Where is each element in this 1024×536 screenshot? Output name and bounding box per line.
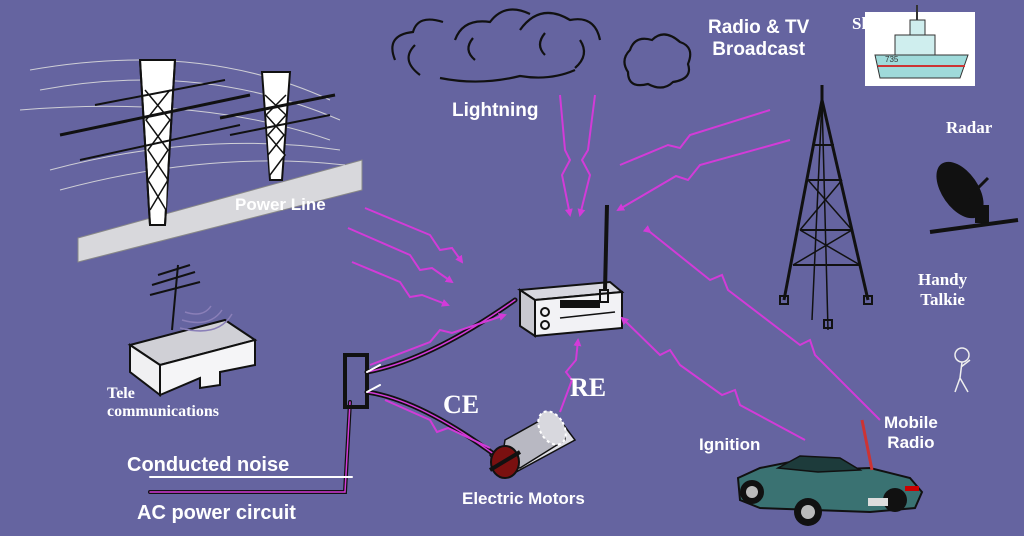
- label-ac-power-circuit: AC power circuit: [137, 502, 296, 524]
- ship-hull-number: 735: [885, 55, 899, 64]
- ship-icon: 735: [865, 5, 975, 86]
- label-mobile-radio-line1: Mobile: [884, 413, 938, 432]
- interference-path-conducted-motor: [384, 399, 491, 449]
- label-electric-motors: Electric Motors: [462, 489, 585, 508]
- interference-path-broadcast: [616, 139, 791, 212]
- label-handy-talkie-line1: Handy: [918, 270, 968, 289]
- label-mobile-radio: Mobile Radio: [884, 413, 938, 452]
- label-ignition: Ignition: [699, 435, 761, 454]
- label-lightning: Lightning: [452, 100, 539, 121]
- label-telecommunications: Tele communications: [107, 385, 219, 422]
- interference-path-conducted: [369, 313, 507, 366]
- cloud-icon: [391, 8, 692, 89]
- interference-path-broadcast-2: [619, 109, 771, 166]
- label-radio-tv-broadcast: Radio & TV Broadcast: [708, 17, 809, 61]
- label-telecom-line1: Tele: [107, 385, 135, 402]
- label-power-line: Power Line: [235, 195, 326, 214]
- electric-motor-icon: [488, 410, 577, 479]
- interference-path-handy: [642, 225, 881, 421]
- power-line-towers-icon: [19, 59, 363, 263]
- outlet-box-icon: [343, 353, 369, 409]
- label-ce: CE: [443, 390, 480, 419]
- label-handy-talkie-line2: Talkie: [920, 289, 965, 309]
- person-handy-talkie-icon: [954, 347, 971, 393]
- label-mobile-radio-line2: Radio: [887, 432, 935, 452]
- car-icon: [736, 419, 924, 526]
- interference-path-ignition: [620, 316, 806, 441]
- interference-path-power-line-3: [351, 261, 450, 307]
- interference-path-lightning: [559, 94, 573, 217]
- label-radar: Radar: [946, 118, 993, 137]
- label-re: RE: [570, 373, 607, 402]
- label-handy-talkie: Handy Talkie: [918, 270, 967, 309]
- interference-path-power-line-2: [347, 227, 454, 284]
- radar-dish-icon: [929, 161, 1019, 234]
- interference-path-power-line-1: [364, 207, 464, 264]
- interference-paths: [347, 94, 881, 449]
- label-telecom-line2: communications: [107, 403, 219, 421]
- label-radio-tv-line1: Radio & TV: [708, 17, 810, 38]
- telecommunications-building-icon: [127, 264, 258, 398]
- interference-path-lightning-2: [577, 94, 596, 217]
- broadcast-tower-icon: [779, 85, 873, 331]
- interference-path-motor-re: [559, 338, 582, 413]
- label-conducted-noise: Conducted noise: [127, 454, 290, 476]
- radio-receiver-icon: [517, 204, 625, 338]
- label-ship: Ship: [852, 14, 886, 33]
- label-radio-tv-line2: Broadcast: [712, 38, 806, 60]
